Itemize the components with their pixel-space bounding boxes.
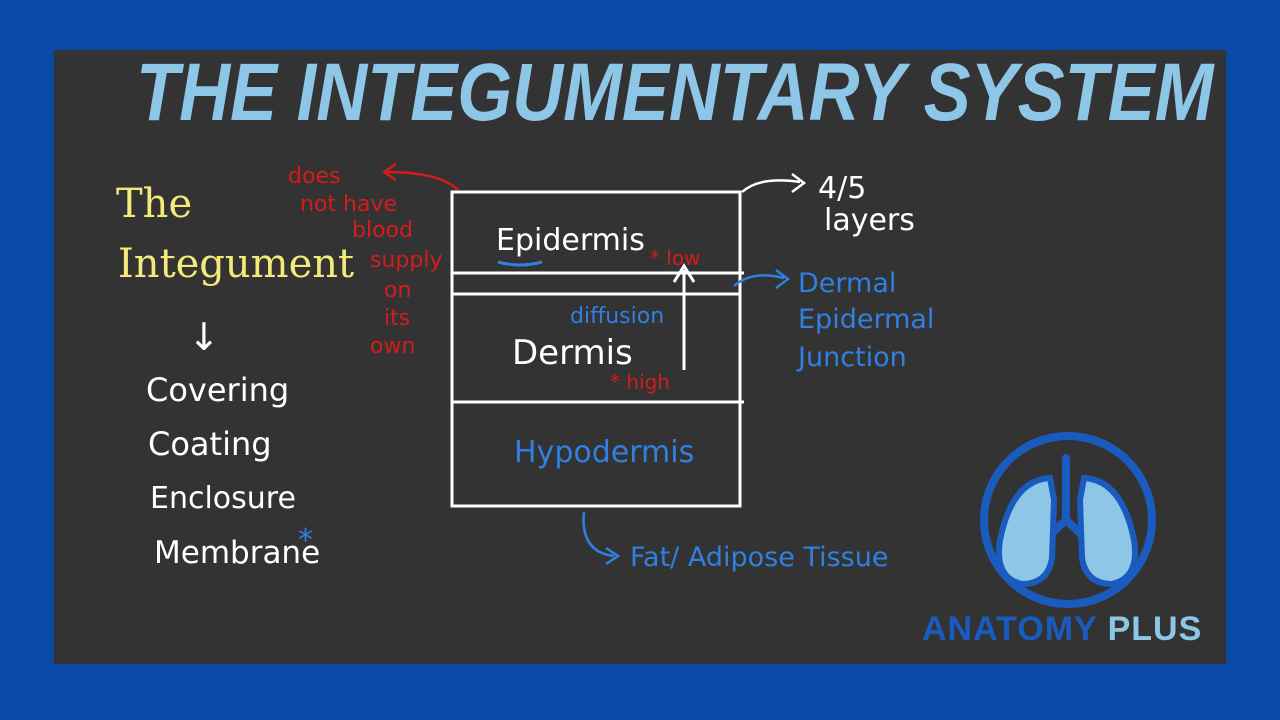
note-low: * low (650, 246, 701, 270)
note-supply: supply (370, 248, 443, 273)
note-not-have: not have (300, 192, 398, 217)
heading-the: The (116, 181, 193, 227)
synonym-covering: Covering (146, 371, 290, 409)
membrane-star: * (298, 523, 313, 558)
note-epidermal: Epidermal (798, 304, 935, 335)
note-diffusion: diffusion (570, 304, 665, 329)
note-on: on (384, 278, 412, 303)
label-hypodermis: Hypodermis (514, 435, 695, 470)
white-arrow-head (791, 173, 807, 193)
brand-word-anatomy: ANATOMY (922, 610, 1098, 648)
layer-box (450, 190, 742, 508)
note-does: does (288, 164, 341, 189)
synonym-coating: Coating (148, 425, 272, 463)
fat-arrow-head (605, 546, 621, 566)
white-arrow-shaft (741, 179, 801, 193)
down-arrow: ↓ (188, 315, 220, 359)
note-blood: blood (352, 218, 413, 243)
note-fat-adipose: Fat/ Adipose Tissue (630, 542, 889, 573)
label-dermis: Dermis (512, 333, 633, 373)
synonym-enclosure: Enclosure (150, 481, 296, 516)
note-junction: Junction (798, 342, 907, 373)
note-own: own (370, 334, 416, 359)
synonym-membrane: Membrane (154, 535, 321, 571)
fat-arrow-shaft (582, 511, 615, 558)
red-arrow-shaft (385, 170, 459, 191)
note-layers: layers (824, 203, 915, 238)
brand-word-plus: PLUS (1107, 610, 1203, 648)
junction-arrow-shaft (733, 274, 785, 287)
note-high: * high (610, 370, 670, 394)
epi-underline (497, 260, 543, 267)
page-title: THE INTEGUMENTARY SYSTEM (136, 47, 1214, 138)
note-layers-count: 4/5 (818, 171, 867, 206)
heading-integument: Integument (118, 241, 355, 287)
label-epidermis: Epidermis (496, 223, 645, 258)
note-its: its (384, 306, 411, 331)
brand-logo-text: ANATOMY PLUS (922, 612, 1202, 646)
lungs-icon (980, 432, 1156, 608)
junction-arrow-head (775, 269, 791, 289)
red-arrow-head (381, 162, 397, 182)
diffusion-arrow-head (672, 263, 696, 283)
note-dermal: Dermal (798, 268, 897, 299)
